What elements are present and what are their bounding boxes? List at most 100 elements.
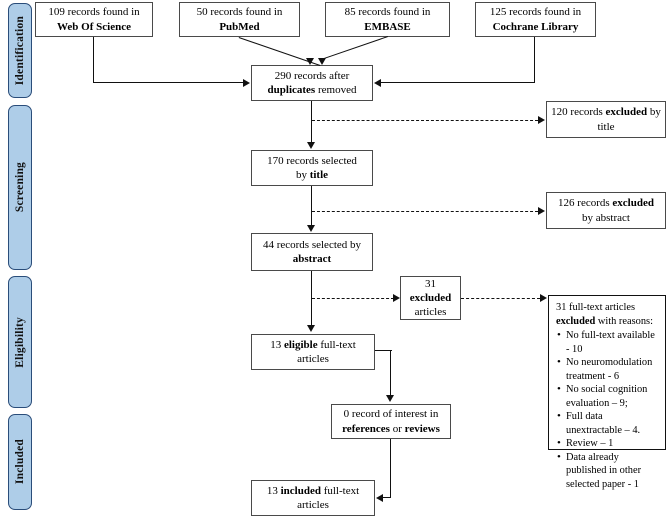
- excluded-abstract-line2: by abstract: [582, 211, 630, 224]
- arrowhead-cochrane: [374, 78, 381, 87]
- exclusion-reasons-list: No full-text available - 10 No neuromodu…: [556, 328, 659, 492]
- list-item: Full data unextractable – 4.: [556, 409, 659, 437]
- connector-dashed-excluded-abstract: [312, 211, 538, 212]
- arrowhead-embase: [318, 58, 326, 65]
- phase-bar-included: Included: [8, 414, 32, 510]
- eligible-strong: eligible: [283, 338, 318, 351]
- connector-eligible-right: [375, 350, 392, 352]
- included-line2: articles: [297, 499, 329, 511]
- eligible-pre: 13: [270, 338, 284, 351]
- connector-wos-horizontal: [93, 82, 244, 84]
- connector-cochrane-horizontal: [381, 82, 535, 84]
- excluded-title-post: by: [647, 106, 661, 119]
- node-excluded-by-title: 120 records excluded by title: [546, 101, 666, 138]
- arrowhead-selected-title: [306, 142, 315, 149]
- source-box-pubmed: 50 records found in PubMed: [179, 2, 300, 37]
- list-item: Review – 1: [556, 436, 659, 451]
- included-strong: included: [280, 484, 321, 497]
- phase-label-screening: Screening: [14, 162, 26, 213]
- phase-label-included: Included: [14, 439, 26, 485]
- list-item: No neuromodulation treatment - 6: [556, 355, 659, 383]
- source-count-embase: 85 records found in: [344, 6, 431, 19]
- included-pre: 13: [266, 484, 281, 497]
- connector-references-left: [383, 497, 391, 499]
- selected-title-line2-pre: by: [295, 169, 310, 181]
- node-eligible-articles: 13 eligible full-text articles: [251, 334, 375, 370]
- source-count-cochrane-library: 125 records found in: [489, 6, 582, 19]
- source-name-embase: EMBASE: [364, 20, 411, 33]
- source-count-pubmed: 50 records found in: [196, 6, 283, 19]
- connector-wos-vertical: [93, 37, 95, 83]
- duplicates-post: removed: [315, 84, 357, 96]
- source-name-pubmed: PubMed: [219, 20, 260, 33]
- list-item: No social cognition evaluation – 9;: [556, 382, 659, 410]
- list-item: Data already published in other selected…: [556, 450, 659, 492]
- excluded-abstract-pre: 126 records: [558, 197, 613, 210]
- source-box-cochrane-library: 125 records found in Cochrane Library: [475, 2, 596, 37]
- arrowhead-reasons: [540, 294, 547, 302]
- arrowhead-eligible: [306, 325, 315, 332]
- excluded-title-pre: 120 records: [551, 106, 606, 119]
- node-exclusion-reasons: 31 full-text articles excluded with reas…: [548, 295, 666, 490]
- exclusion-reasons-header-rest: with reasons:: [595, 315, 653, 327]
- list-item: No full-text available - 10: [556, 328, 659, 356]
- connector-abstract-to-eligible: [311, 271, 313, 326]
- phase-label-identification: Identification: [14, 15, 26, 86]
- arrowhead-pubmed: [306, 58, 314, 65]
- connector-dashed-excluded-title: [312, 120, 538, 121]
- node-included-articles: 13 included full-text articles: [251, 480, 375, 516]
- arrowhead-wos: [243, 78, 250, 87]
- duplicates-strong: duplicates: [267, 84, 316, 96]
- excluded-articles-line3: articles: [414, 306, 447, 319]
- references-mid: or: [389, 422, 405, 435]
- node-records-from-references: 0 record of interest in references or re…: [331, 404, 451, 439]
- eligible-post: full-text: [317, 338, 356, 351]
- duplicates-pre: 290 records after: [274, 69, 350, 82]
- exclusion-reasons-header-strong: excluded: [556, 315, 596, 327]
- arrowhead-references: [386, 395, 394, 402]
- phase-label-eligibility: Eligibility: [14, 316, 26, 368]
- connector-references-down: [390, 439, 392, 498]
- connector-embase-diagonal: [321, 36, 388, 60]
- included-post: full-text: [320, 484, 360, 497]
- references-strong: references: [342, 422, 390, 435]
- phase-bar-identification: Identification: [8, 3, 32, 98]
- source-name-cochrane-library: Cochrane Library: [492, 20, 579, 33]
- selected-abstract-line1: 44 records selected by: [262, 238, 362, 251]
- exclusion-reasons-header: 31 full-text articles excluded with reas…: [556, 301, 659, 328]
- node-selected-by-abstract: 44 records selected by abstract: [251, 233, 373, 271]
- reviews-strong: reviews: [404, 422, 440, 435]
- source-name-web-of-science: Web Of Science: [57, 20, 131, 33]
- node-excluded-articles: 31 excluded articles: [400, 276, 461, 320]
- excluded-abstract-strong: excluded: [612, 197, 654, 210]
- excluded-articles-count: 31: [425, 277, 436, 290]
- selected-title-line2-strong: title: [309, 169, 329, 181]
- excluded-articles-strong: excluded: [409, 291, 452, 304]
- node-duplicates-removed: 290 records after duplicates removed: [251, 65, 373, 101]
- selected-title-line1: 170 records selected: [267, 154, 357, 167]
- excluded-title-line2: title: [597, 120, 615, 133]
- selected-abstract-line2: abstract: [292, 253, 332, 265]
- source-box-web-of-science: 109 records found in Web Of Science: [35, 2, 153, 37]
- connector-eligible-down: [390, 350, 392, 396]
- arrowhead-excluded-abstract: [538, 207, 545, 215]
- arrowhead-excluded-articles: [393, 294, 400, 302]
- connector-duplicates-to-title: [311, 101, 313, 143]
- source-box-embase: 85 records found in EMBASE: [325, 2, 450, 37]
- connector-cochrane-vertical: [534, 37, 536, 83]
- exclusion-reasons-header-line1: 31 full-text articles: [556, 302, 636, 313]
- arrowhead-selected-abstract: [306, 225, 315, 232]
- arrowhead-excluded-title: [538, 116, 545, 124]
- eligible-line2: articles: [297, 353, 329, 365]
- excluded-title-strong: excluded: [605, 106, 648, 119]
- node-selected-by-title: 170 records selected by title: [251, 150, 373, 186]
- references-line1: 0 record of interest in: [343, 408, 439, 421]
- connector-dashed-to-reasons: [461, 298, 540, 299]
- connector-dashed-to-excluded-articles: [312, 298, 394, 299]
- node-excluded-by-abstract: 126 records excluded by abstract: [546, 192, 666, 229]
- phase-bar-eligibility: Eligibility: [8, 276, 32, 408]
- connector-title-to-abstract: [311, 186, 313, 226]
- phase-bar-screening: Screening: [8, 105, 32, 270]
- source-count-web-of-science: 109 records found in: [48, 6, 140, 19]
